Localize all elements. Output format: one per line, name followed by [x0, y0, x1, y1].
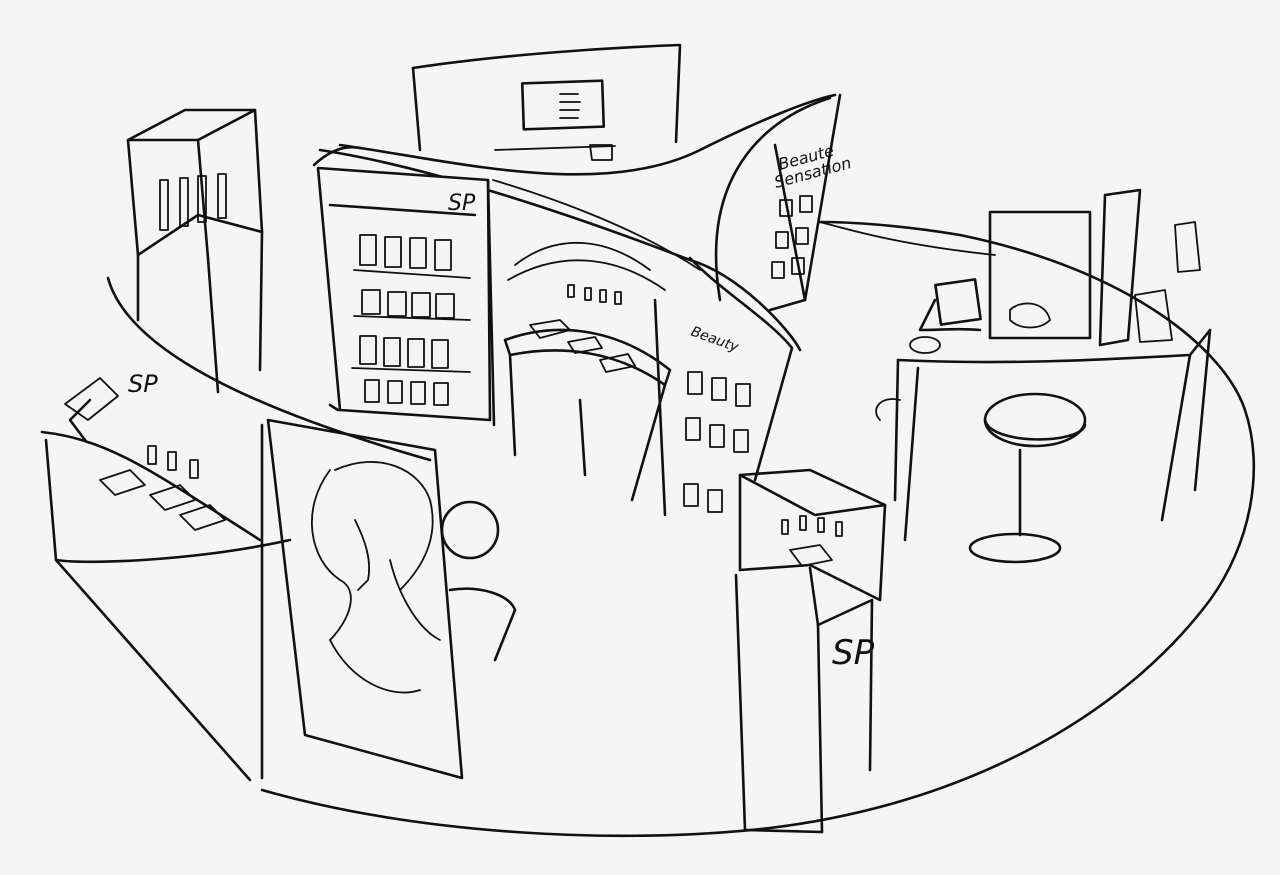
back-wall-monitor [520, 79, 606, 131]
banner-products [771, 195, 813, 279]
booth-guide-line [819, 221, 996, 256]
right-desk [875, 188, 1212, 542]
left-shelf-cabinet: SP [312, 145, 496, 427]
shelf-wall-products [683, 371, 751, 513]
shelf-products [359, 234, 455, 406]
desk-monitor [988, 210, 1092, 340]
back-wall [411, 43, 682, 161]
left-cabinet-logo: SP [448, 191, 476, 216]
round-low-table [440, 500, 517, 662]
curved-tall-banner: Beaute Sensation [714, 93, 853, 312]
floor-outline [260, 220, 1256, 838]
glass-pedestal: SP [734, 468, 887, 834]
centre-display-table [503, 284, 672, 502]
portrait-poster [260, 418, 464, 780]
tall-glass-display [126, 108, 264, 394]
bar-stool [968, 392, 1087, 564]
desk-laptop [934, 278, 982, 326]
counter-products [99, 445, 226, 531]
curved-back-wall [318, 93, 837, 352]
curved-shelf-wall: Beauty [653, 256, 794, 517]
table-products [529, 284, 636, 373]
left-curved-counter: SP [40, 276, 432, 782]
pedestal-logo: SP [832, 633, 875, 673]
shelf-sign: Beauty [689, 324, 742, 356]
counter-logo: SP [128, 370, 158, 398]
